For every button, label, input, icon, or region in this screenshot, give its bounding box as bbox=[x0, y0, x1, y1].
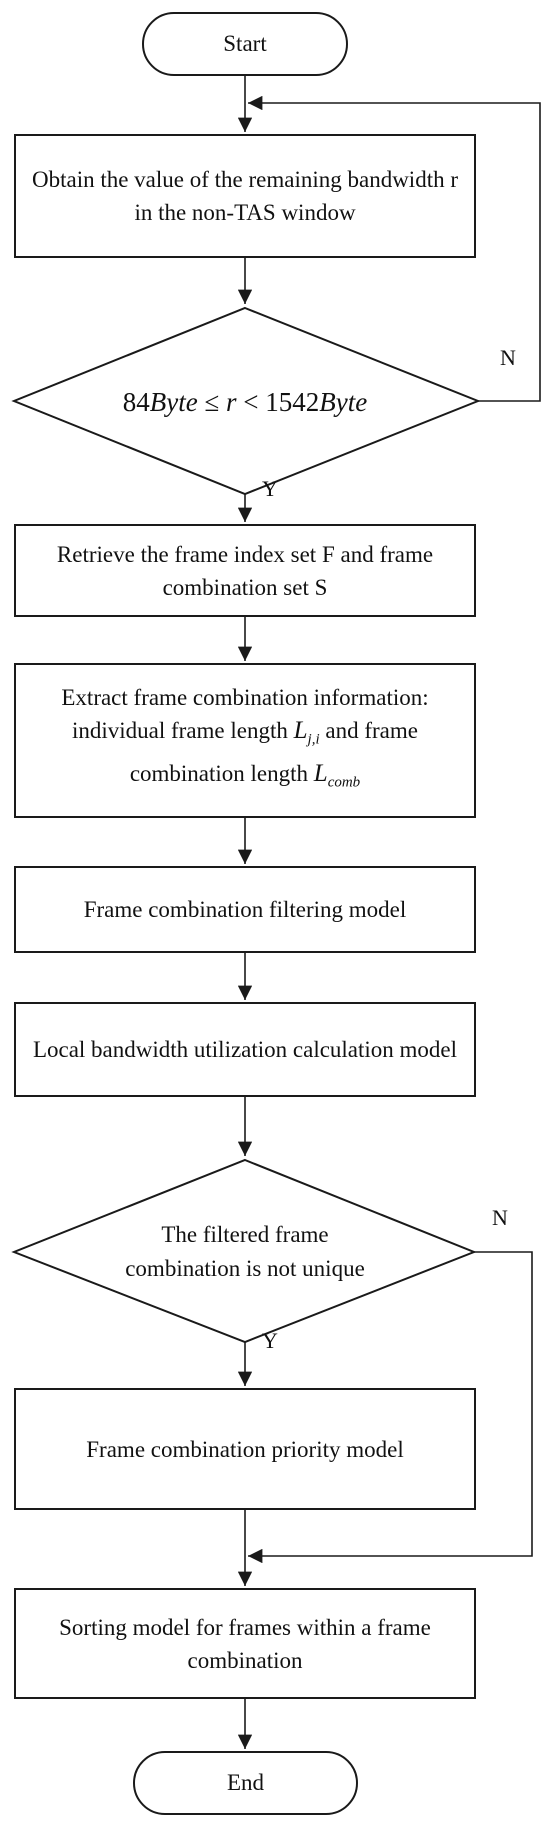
extract-text-part1: Extract frame combination information: i… bbox=[61, 685, 429, 744]
extract-text-part2: and frame combination length bbox=[129, 718, 418, 786]
step-priority-model: Frame combination priority model bbox=[14, 1388, 476, 1510]
cond-num1: 84 bbox=[122, 387, 150, 417]
step-retrieve-sets-label: Retrieve the frame index set F and frame… bbox=[56, 541, 434, 600]
decision1-yes-label: Y bbox=[262, 476, 278, 501]
step-bandwidth-utilization: Local bandwidth utilization calculation … bbox=[14, 1002, 476, 1097]
arrow-decision2-no-bypass bbox=[247, 1251, 533, 1564]
cond-num2: 1542 bbox=[265, 387, 320, 417]
decision2-yes-label: Y bbox=[262, 1328, 278, 1353]
cond-op2: < bbox=[243, 387, 259, 417]
start-terminator: Start bbox=[142, 12, 348, 76]
step-filtering-model-label: Frame combination filtering model bbox=[83, 897, 407, 922]
step-sorting-model: Sorting model for frames within a frame … bbox=[14, 1588, 476, 1699]
cond-unit2: Byte bbox=[319, 387, 368, 417]
decision2-no-label: N bbox=[492, 1205, 508, 1230]
step-extract-info-text: Extract frame combination information: i… bbox=[24, 681, 466, 799]
step-sorting-model-label: Sorting model for frames within a frame … bbox=[59, 1614, 431, 1673]
step-bandwidth-utilization-label: Local bandwidth utilization calculation … bbox=[32, 1037, 458, 1062]
step-filtering-model: Frame combination filtering model bbox=[14, 866, 476, 953]
symbol-l-comb-subscript: comb bbox=[327, 774, 361, 791]
symbol-l-ji-subscript: j,i bbox=[307, 732, 320, 748]
step-obtain-bandwidth-label: Obtain the value of the remaining bandwi… bbox=[31, 167, 459, 225]
step-priority-model-label: Frame combination priority model bbox=[86, 1436, 404, 1462]
symbol-l-ji: L bbox=[293, 717, 308, 745]
step-retrieve-sets: Retrieve the frame index set F and frame… bbox=[14, 524, 476, 617]
decision1-no-label: N bbox=[500, 345, 516, 370]
end-terminator: End bbox=[133, 1751, 358, 1815]
step-extract-info: Extract frame combination information: i… bbox=[14, 663, 476, 818]
decision2-label: The filtered frame combination is not un… bbox=[125, 1222, 365, 1281]
arrow-decision1-no-loop bbox=[247, 95, 541, 402]
start-label: Start bbox=[223, 31, 267, 56]
step-obtain-bandwidth: Obtain the value of the remaining bandwi… bbox=[14, 134, 476, 258]
end-label: End bbox=[226, 1770, 265, 1795]
cond-op1: ≤ bbox=[204, 387, 220, 417]
cond-unit1: Byte bbox=[149, 387, 198, 417]
symbol-l-comb: L bbox=[313, 760, 328, 787]
cond-var: r bbox=[226, 387, 237, 417]
decision2-condition: The filtered frame combination is not un… bbox=[110, 1210, 380, 1294]
